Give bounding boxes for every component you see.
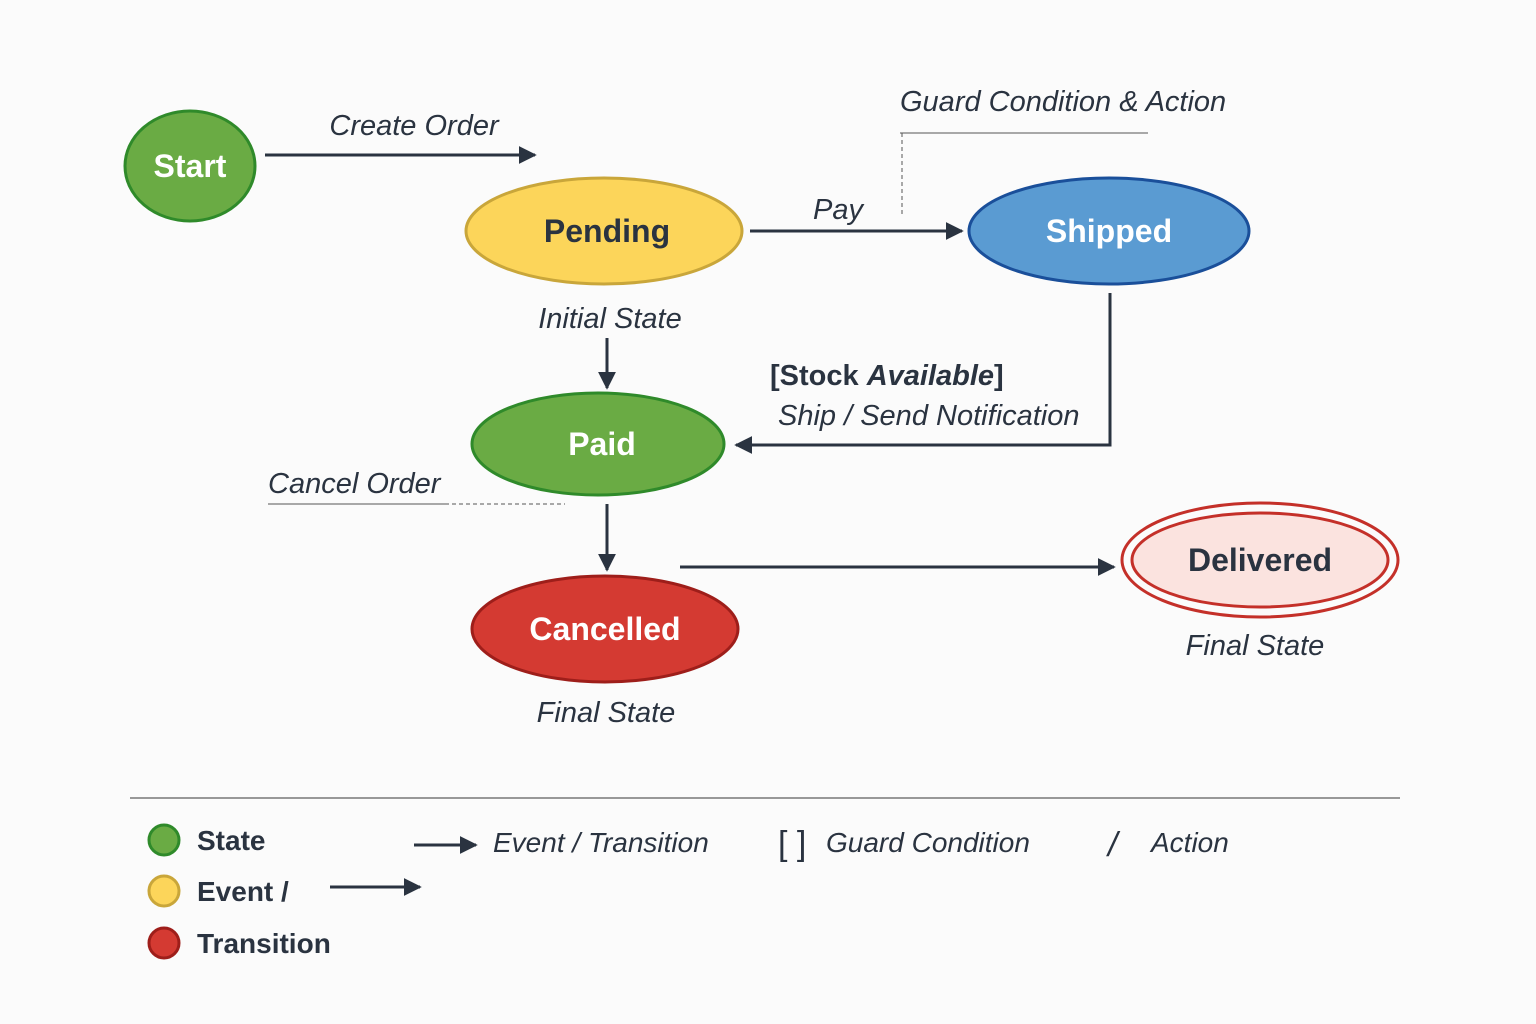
- legend-action-slash: /: [1106, 826, 1121, 864]
- legend-guard-condition-label: Guard Condition: [826, 827, 1030, 858]
- state-start[interactable]: Start: [123, 109, 257, 223]
- pending-label: Pending: [544, 213, 670, 249]
- legend-item-state: State: [147, 823, 265, 857]
- legend-item-event: Event /: [147, 874, 289, 908]
- shipped-to-paid-arrow: [734, 293, 1112, 454]
- legend-event-label: Event /: [197, 876, 289, 907]
- stock-open-text: [Stock: [770, 360, 867, 392]
- state-shipped[interactable]: Shipped: [967, 176, 1251, 286]
- legend-state-label: State: [197, 825, 265, 856]
- pay-label: Pay: [813, 194, 864, 226]
- delivered-final-state-label: Final State: [1186, 630, 1325, 662]
- state-pending[interactable]: Pending: [464, 176, 744, 286]
- ship-notification-label: Ship / Send Notification: [778, 400, 1079, 432]
- cancelled-final-state-label: Final State: [537, 697, 676, 729]
- state-paid[interactable]: Paid: [470, 391, 726, 497]
- stock-available-label: [Stock Available]: [770, 360, 1004, 392]
- start-label: Start: [154, 148, 227, 184]
- state-delivered[interactable]: Delivered: [1120, 501, 1400, 619]
- stock-close-text: ]: [994, 360, 1004, 392]
- cancel-order-label: Cancel Order: [268, 468, 442, 500]
- state-cancelled[interactable]: Cancelled: [470, 574, 740, 684]
- initial-state-label: Initial State: [538, 303, 681, 335]
- delivered-label: Delivered: [1188, 542, 1332, 578]
- create-order-label: Create Order: [329, 110, 500, 142]
- guard-condition-action-label: Guard Condition & Action: [900, 86, 1226, 118]
- legend-item-transition: Transition: [147, 926, 331, 960]
- shipped-label: Shipped: [1046, 213, 1172, 249]
- cancelled-label: Cancelled: [529, 611, 680, 647]
- paid-label: Paid: [568, 426, 636, 462]
- legend-action-label: Action: [1149, 827, 1229, 858]
- stock-available-text: Available: [866, 360, 994, 392]
- legend-transition-label: Transition: [197, 928, 331, 959]
- legend-guard-brackets: [ ]: [778, 825, 806, 863]
- legend-event-transition-label: Event / Transition: [493, 827, 709, 858]
